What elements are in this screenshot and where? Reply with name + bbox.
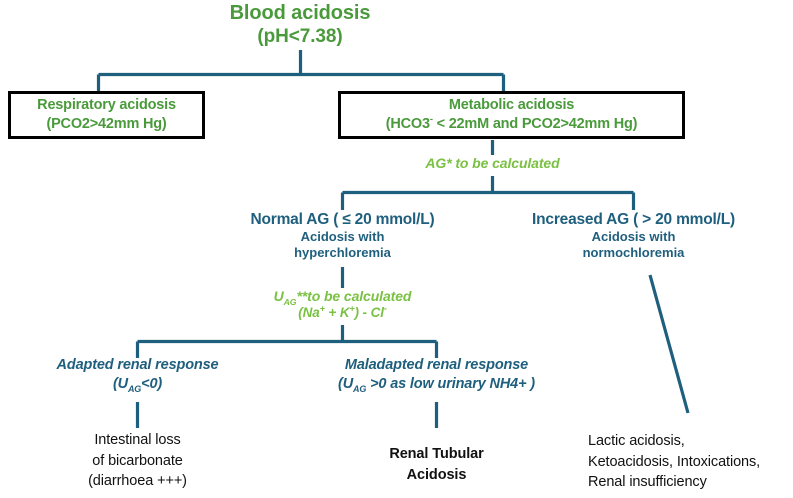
branch-normal-ag-sub2: hyperchloremia	[294, 244, 391, 260]
box-respiratory-acidosis[interactable]: Respiratory acidosis (PCO2>42mm Hg)	[8, 91, 205, 139]
edge-level1-split	[96, 72, 506, 92]
uag-line2-a: (Na	[298, 304, 320, 320]
adapted-response-line2: (UAG<0)	[27, 375, 248, 394]
branch-maladapted-renal-response[interactable]: Maladapted renal response (UAG >0 as low…	[316, 356, 557, 393]
branch-normal-ag[interactable]: Normal AG ( ≤ 20 mmol/L) Acidosis with h…	[222, 211, 463, 260]
branch-increased-ag[interactable]: Increased AG ( > 20 mmol/L) Acidosis wit…	[513, 211, 754, 260]
branch-increased-ag-sub1: Acidosis with	[591, 229, 676, 245]
edge-level2-split	[340, 190, 636, 210]
uag-line1-subscript: AG	[283, 296, 297, 307]
metabolic-line2-suffix: < 22mM and PCO2>42mm Hg)	[432, 116, 638, 132]
intestinal-loss-line3: (diarrhoea +++)	[88, 473, 187, 490]
annotation-urinary-anion-gap: UAG**to be calculated (Na+ + K+) - Cl-	[232, 288, 453, 320]
uag-line2-b: + K	[324, 304, 350, 320]
intestinal-loss-line1: Intestinal loss	[94, 432, 181, 448]
adapted-line2-b: <0)	[141, 375, 163, 392]
maladapted-response-line2: (UAG >0 as low urinary NH4+ )	[316, 375, 557, 394]
uag-line1-suffix: **to be calculated	[296, 288, 412, 304]
adapted-line2-subscript: AG	[127, 383, 142, 394]
annotation-anion-gap-text: AG* to be calculated	[425, 155, 560, 171]
branch-normal-ag-header: Normal AG ( ≤ 20 mmol/L)	[250, 211, 435, 228]
root-title-line1: Blood acidosis	[229, 2, 371, 24]
maladapted-line2-a: (U	[338, 375, 354, 392]
branch-adapted-renal-response[interactable]: Adapted renal response (UAG<0)	[27, 356, 248, 393]
uag-line1-prefix: U	[273, 288, 284, 304]
box-metabolic-acidosis[interactable]: Metabolic acidosis (HCO3- < 22mM and PCO…	[338, 91, 685, 139]
respiratory-acidosis-line2: (PCO2>42mm Hg)	[46, 116, 167, 132]
uag-line2-sup3: -	[383, 303, 387, 314]
respiratory-acidosis-line1: Respiratory acidosis	[37, 96, 176, 113]
leaf-renal-tubular-acidosis: Renal Tubular Acidosis	[346, 444, 527, 485]
renal-tubular-line1: Renal Tubular	[389, 446, 484, 462]
metabolic-line2-superscript: -	[429, 113, 433, 125]
branch-increased-ag-header: Increased AG ( > 20 mmol/L)	[532, 211, 735, 228]
branch-normal-ag-sub1: Acidosis with	[300, 229, 385, 245]
maladapted-response-line1: Maladapted renal response	[344, 357, 529, 373]
maladapted-line2-subscript: AG	[353, 383, 367, 394]
leaf-intestinal-loss: Intestinal loss of bicarbonate (diarrhoe…	[47, 430, 228, 492]
root-title-line2: (pH<7.38)	[257, 25, 343, 47]
uag-line2-sup2: +	[349, 303, 355, 314]
annotation-uag-line2: (Na+ + K+) - Cl-	[232, 303, 453, 321]
adapted-response-line1: Adapted renal response	[56, 357, 219, 373]
annotation-anion-gap: AG* to be calculated	[392, 155, 593, 172]
intestinal-loss-line2: of bicarbonate	[92, 452, 183, 469]
uag-line2-sup1: +	[319, 303, 325, 314]
branch-increased-ag-sub2: normochloremia	[582, 244, 685, 260]
increased-ag-causes-line1: Lactic acidosis,	[588, 433, 685, 449]
uag-line2-c: ) - Cl	[354, 304, 385, 320]
leaf-increased-ag-causes: Lactic acidosis, Ketoacidosis, Intoxicat…	[588, 431, 793, 493]
maladapted-line2-b: >0 as low urinary NH4+ )	[366, 375, 535, 392]
metabolic-acidosis-line2: (HCO3- < 22mM and PCO2>42mm Hg)	[385, 113, 638, 134]
annotation-uag-line1: UAG**to be calculated	[232, 288, 453, 307]
increased-ag-causes-line2: Ketoacidosis, Intoxications,	[588, 453, 761, 470]
metabolic-line2-prefix: (HCO3	[385, 116, 430, 132]
metabolic-acidosis-line1: Metabolic acidosis	[448, 96, 575, 113]
increased-ag-causes-line3: Renal insufficiency	[588, 474, 707, 491]
adapted-line2-a: (U	[112, 375, 128, 392]
root-title: Blood acidosis (pH<7.38)	[200, 2, 400, 48]
edge-increasedag-diagonal	[648, 274, 690, 414]
renal-tubular-line2: Acidosis	[406, 466, 467, 483]
